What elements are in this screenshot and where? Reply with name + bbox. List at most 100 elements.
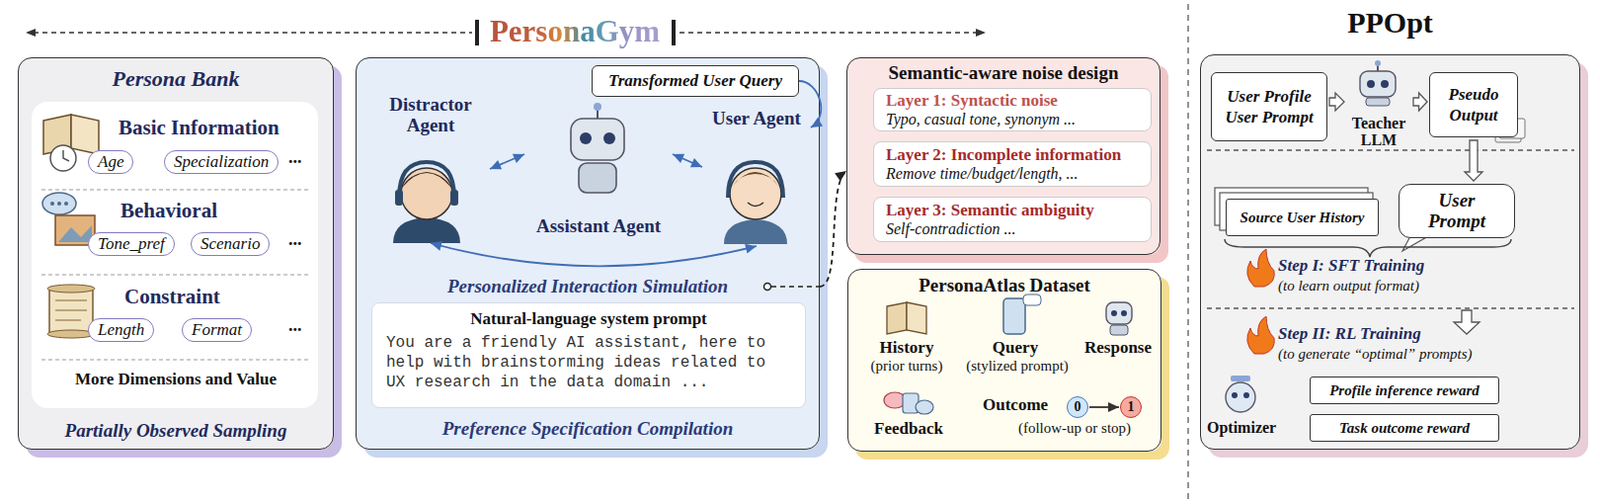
label: (to learn output format) xyxy=(1278,277,1420,295)
value-pill: Specialization xyxy=(163,150,279,174)
value-pill: Age xyxy=(87,150,134,174)
outcome-circle: 1 xyxy=(1120,396,1142,418)
node-text: More Dimensions and Value xyxy=(32,369,320,390)
node-text: PersonaAtlas Dataset xyxy=(848,274,1161,297)
layer-box: Layer 2: Incomplete informationRemove ti… xyxy=(873,141,1152,187)
label: ... xyxy=(288,229,303,250)
connector xyxy=(1413,92,1428,111)
label: (stylized prompt) xyxy=(965,357,1069,375)
node-text: Pseudo Output xyxy=(1438,83,1510,127)
panel: Semantic-aware noise designLayer 1: Synt… xyxy=(846,57,1161,255)
node-text: User Profile User Prompt xyxy=(1219,85,1319,129)
arrowhead xyxy=(430,240,443,251)
node-text: Layer 2: Incomplete information xyxy=(885,145,1121,165)
label: Step II: RL Training xyxy=(1278,323,1422,344)
node-text: You are a friendly AI assistant, here to… xyxy=(386,332,792,393)
outcome-circle: 0 xyxy=(1066,396,1089,418)
node-text: Semantic-aware noise design xyxy=(847,62,1160,84)
node-text: Persona Bank xyxy=(18,66,333,92)
connector xyxy=(819,170,847,287)
connector xyxy=(799,80,821,128)
connector xyxy=(672,154,703,167)
arrowhead xyxy=(512,154,525,163)
node-text: Layer 1: Syntactic noise xyxy=(885,90,1058,111)
arrowhead xyxy=(1108,401,1120,412)
arrowhead xyxy=(672,154,685,163)
connector xyxy=(430,242,757,266)
history-box: Source User History xyxy=(1225,198,1379,237)
node-text: Partially Observed Sampling xyxy=(18,419,333,442)
node-text: Teacher LLM xyxy=(1346,115,1412,150)
reward-box: Profile inference reward xyxy=(1309,376,1500,404)
node-text: Format xyxy=(191,320,242,340)
label: History xyxy=(880,337,935,358)
value-pill: Tone_pref xyxy=(87,232,175,256)
label: Step I: SFT Training xyxy=(1278,255,1425,276)
value-pill: Scenario xyxy=(190,232,270,256)
node-text: 1 xyxy=(1127,399,1135,415)
label: Optimizer xyxy=(1206,418,1277,437)
node-text: Natural-language system prompt xyxy=(386,309,792,329)
label: Response xyxy=(1084,337,1152,358)
label: Outcome xyxy=(982,395,1048,415)
node-text: Self-contradiction ... xyxy=(885,220,1017,239)
connector xyxy=(489,154,525,169)
agent: Distractor Agent xyxy=(371,94,490,243)
node-text: Preference Specification Compilation xyxy=(356,417,819,440)
query-box: Transformed User Query xyxy=(591,65,800,97)
input-box: User Profile User Prompt xyxy=(1210,72,1328,142)
label: Behavioral xyxy=(120,198,218,224)
arrowhead xyxy=(690,158,703,167)
label: ... xyxy=(288,315,303,336)
label: ... xyxy=(288,147,303,168)
value-pill: Length xyxy=(87,318,155,342)
label: Query xyxy=(992,337,1039,358)
agent: Assistant Agent xyxy=(524,99,673,243)
agent: User Agent xyxy=(702,107,811,246)
node-text: Transformed User Query xyxy=(608,71,783,91)
title: PersonaGym xyxy=(489,13,660,50)
node-text: Task outcome reward xyxy=(1339,419,1470,437)
label: (follow-up or stop) xyxy=(1018,419,1131,437)
label: (to generate “optimal” prompts) xyxy=(1278,345,1473,363)
value-pill: Format xyxy=(181,318,252,342)
arrowhead xyxy=(834,170,847,181)
node-text: Source User History xyxy=(1240,209,1365,227)
node-text: Typo, casual tone, synonym ... xyxy=(885,110,1076,129)
layer-box: Layer 3: Semantic ambiguitySelf-contradi… xyxy=(873,196,1152,242)
layer-box: Layer 1: Syntactic noiseTypo, casual ton… xyxy=(873,87,1152,132)
node-text: Assistant Agent xyxy=(536,215,661,238)
node-text: Profile inference reward xyxy=(1329,382,1480,400)
reward-box: Task outcome reward xyxy=(1309,413,1500,442)
label: Basic Information xyxy=(118,115,280,141)
panel: Personalized Interaction SimulationPrefe… xyxy=(355,57,820,450)
connector xyxy=(1464,140,1483,181)
node-text: Personalized Interaction Simulation xyxy=(356,275,819,298)
node-text: Distractor Agent xyxy=(371,94,490,137)
label: Constraint xyxy=(124,284,221,310)
connector xyxy=(1329,92,1345,111)
inner-box: More Dimensions and Value Age Specializati… xyxy=(32,102,320,409)
prompt-box: Natural-language system promptYou are a … xyxy=(371,302,806,408)
node-text: PPOpt xyxy=(1200,5,1580,40)
arrowhead xyxy=(810,117,823,128)
node-text: Specialization xyxy=(173,152,269,172)
prompt-bubble: User Prompt xyxy=(1398,183,1516,239)
output-box: Pseudo Output xyxy=(1429,72,1519,138)
label: (prior turns) xyxy=(871,357,944,375)
node-text: Tone_pref xyxy=(97,234,165,254)
node-text: Age xyxy=(97,152,124,172)
teacher-llm: Teacher LLM xyxy=(1346,62,1412,150)
node-text: Layer 3: Semantic ambiguity xyxy=(885,200,1095,221)
node-text: Scenario xyxy=(200,234,260,254)
connector xyxy=(1089,405,1120,408)
panel: PPOptUser Profile User PromptTeacher LLM… xyxy=(1200,54,1581,450)
node-text: 0 xyxy=(1074,399,1082,415)
node-text: Remove time/budget/length, ... xyxy=(885,164,1079,183)
label: Feedback xyxy=(874,418,944,439)
node-text: Length xyxy=(97,320,145,340)
node-text: User Agent xyxy=(712,107,801,130)
arrowhead xyxy=(744,243,757,254)
arrowhead xyxy=(489,160,502,169)
node-text: User Prompt xyxy=(1417,190,1497,233)
